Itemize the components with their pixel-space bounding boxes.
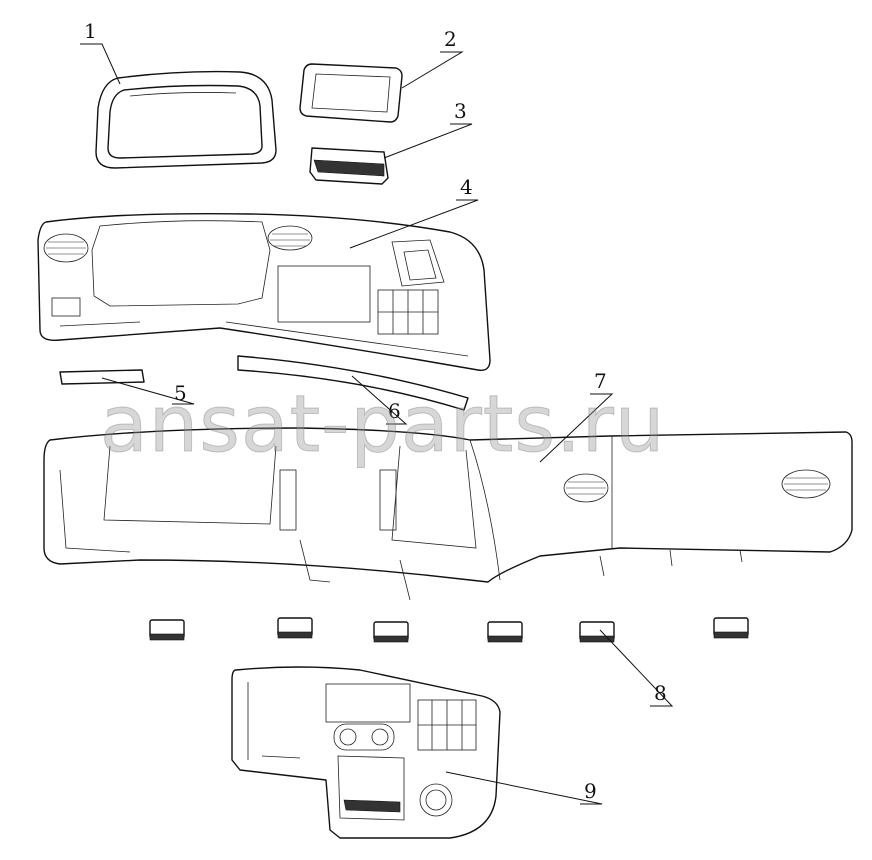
part-2-display-bezel (299, 63, 403, 123)
callout-7: 7 (594, 369, 607, 393)
upper-panel-left-vent (43, 233, 89, 263)
part-8-air-vents (149, 617, 749, 643)
vent-1 (149, 619, 185, 641)
vent-5 (579, 621, 615, 643)
leader-2 (401, 51, 464, 89)
leader-3 (383, 123, 473, 159)
part-3-tray (309, 147, 389, 185)
callout-4: 4 (460, 175, 473, 199)
main-frame-left-vent (563, 473, 609, 503)
part-7-main-dashboard-frame (43, 427, 853, 601)
callout-2: 2 (444, 27, 457, 51)
callout-1: 1 (84, 19, 97, 43)
part-6-curved-trim-strip (237, 355, 469, 411)
vent-4 (487, 621, 523, 643)
vent-3 (373, 621, 409, 643)
leader-6 (351, 375, 408, 425)
leader-8 (599, 629, 674, 707)
leader-9 (445, 771, 603, 805)
callout-3: 3 (454, 99, 467, 123)
part-1-instrument-cluster-bezel (95, 70, 277, 169)
watermark-text: ansat-parts.ru (100, 380, 666, 471)
callout-5: 5 (174, 381, 187, 405)
main-frame-right-vent (781, 469, 831, 499)
leader-4 (349, 199, 479, 249)
console-switch-grid (417, 699, 477, 751)
part-5-trim-strip (59, 369, 145, 385)
part-9-center-console-panel (231, 666, 501, 839)
upper-panel-switch-grid (377, 289, 439, 335)
callout-8: 8 (654, 681, 667, 705)
leader-5 (101, 377, 195, 405)
callout-numbers: 1 2 3 4 5 6 7 8 9 (84, 19, 667, 803)
callout-6: 6 (388, 399, 401, 423)
vent-2 (277, 617, 313, 639)
leader-1 (80, 43, 121, 85)
leader-lines (80, 43, 674, 805)
part-4-upper-dashboard-panel (37, 212, 491, 371)
vent-6 (713, 617, 749, 639)
upper-panel-right-vent (267, 225, 313, 251)
callout-9: 9 (584, 779, 597, 803)
leader-7 (539, 393, 614, 463)
